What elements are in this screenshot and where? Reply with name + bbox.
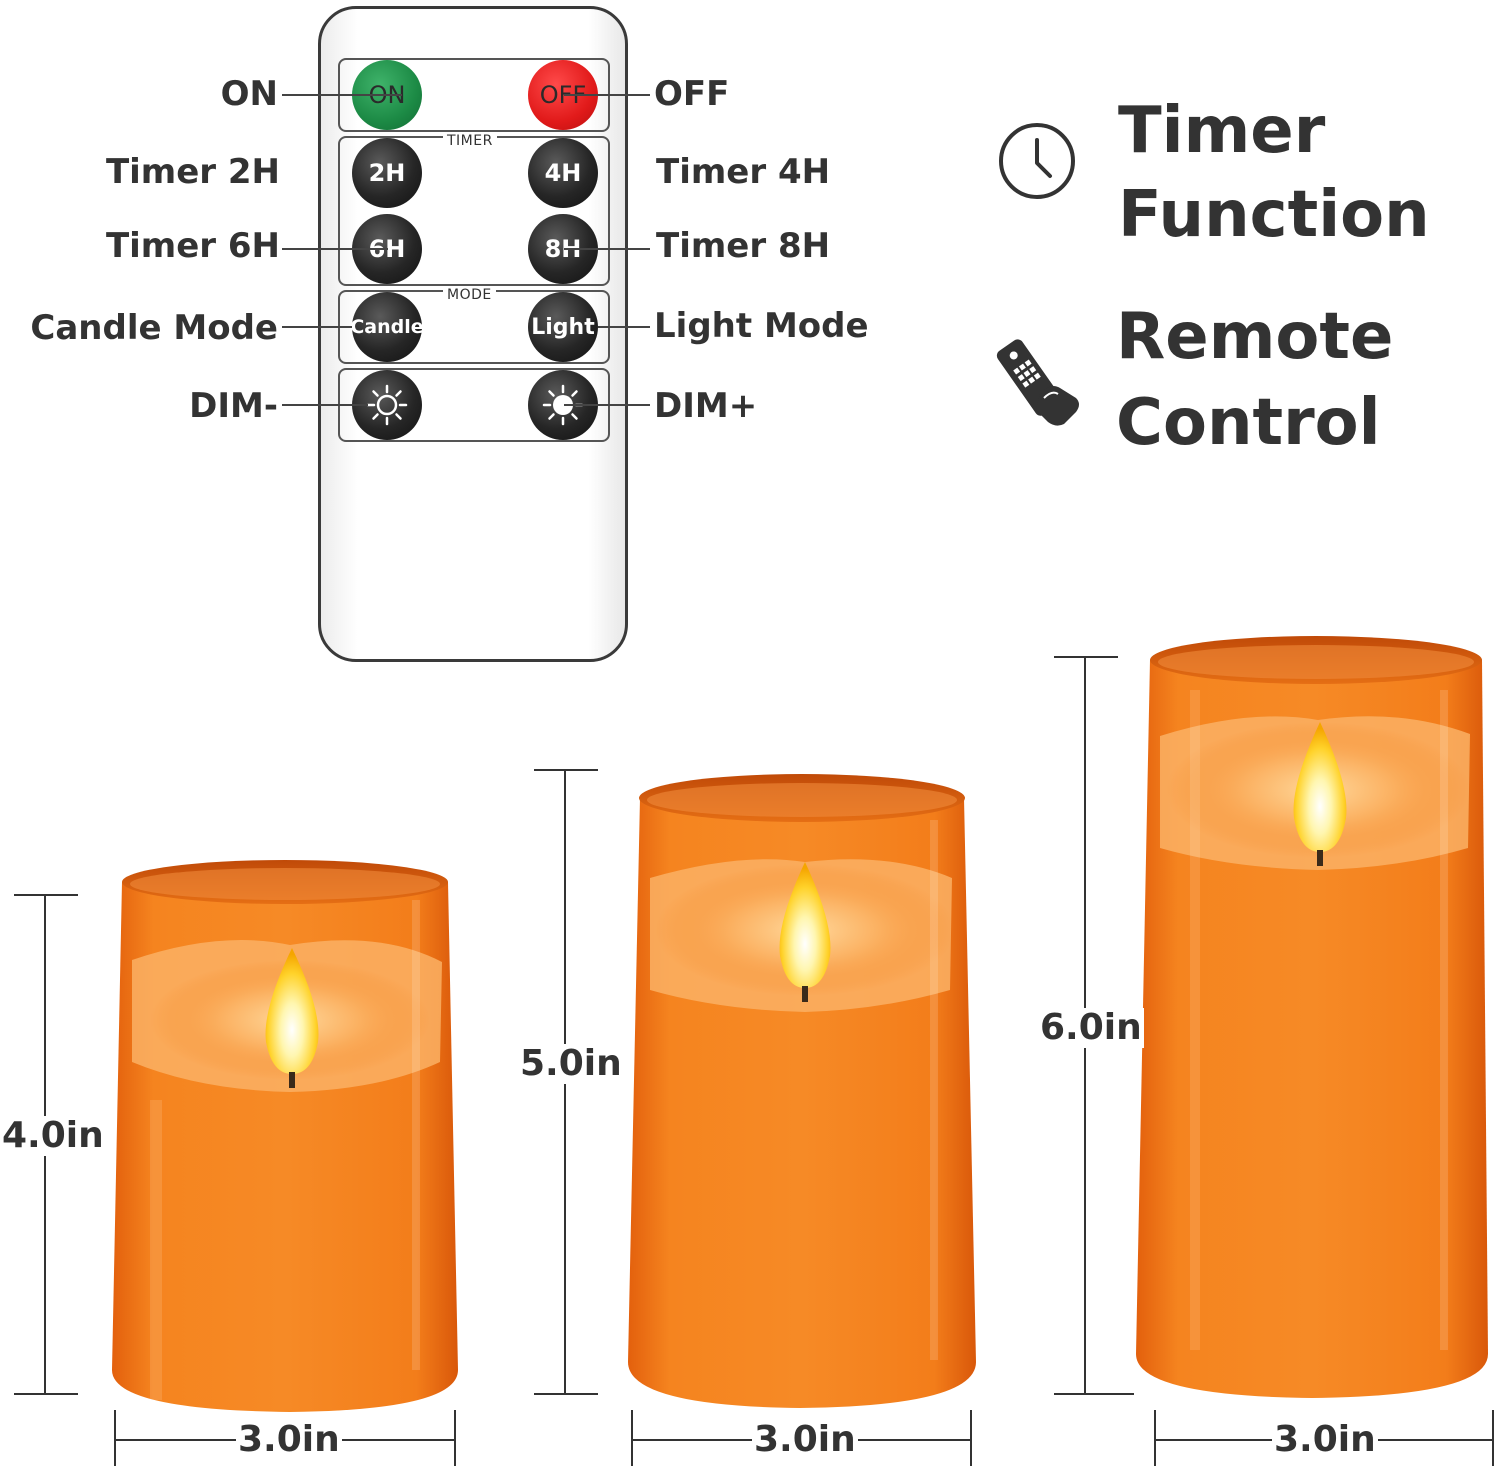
timer-8h-button[interactable]: 8H — [528, 214, 598, 284]
candle1-width-label: 3.0in — [236, 1419, 342, 1460]
timer-2h-button[interactable]: 2H — [352, 138, 422, 208]
label-timer-4h: Timer 4H — [656, 152, 831, 192]
leader-dim-plus — [564, 404, 650, 406]
leader-off — [564, 94, 650, 96]
feature-remote-line1: Remote — [1116, 300, 1394, 374]
dim3-bottom-tick — [1054, 1393, 1134, 1395]
dim3-top-tick — [1054, 656, 1118, 658]
candle2-height-label: 5.0in — [518, 1043, 624, 1084]
label-timer-8h: Timer 8H — [656, 226, 831, 266]
leader-on — [282, 94, 402, 96]
candle1-height-label: 4.0in — [0, 1115, 106, 1156]
feature-remote-line2: Control — [1116, 386, 1381, 460]
mode-group-label: MODE — [443, 288, 496, 302]
label-off: OFF — [654, 74, 730, 114]
dim2-right-tick — [970, 1410, 972, 1466]
remote-hand-icon — [996, 339, 1079, 426]
dim2-bottom-tick — [534, 1393, 598, 1395]
dim1-bottom-tick — [14, 1393, 78, 1395]
feature-timer-line2: Function — [1118, 178, 1430, 252]
label-timer-2h: Timer 2H — [105, 152, 280, 192]
dim2-left-tick — [631, 1410, 633, 1466]
label-dim-minus: DIM- — [189, 386, 278, 426]
candle-small — [112, 860, 458, 1412]
leader-candle — [282, 326, 352, 328]
feature-timer-line1: Timer — [1118, 94, 1326, 168]
sun-outline-icon — [366, 384, 408, 426]
candle2-width-label: 3.0in — [752, 1419, 858, 1460]
label-candle-mode: Candle Mode — [30, 308, 278, 348]
leader-6h — [282, 248, 388, 250]
dim1-top-tick — [14, 894, 78, 896]
candle3-height-label: 6.0in — [1038, 1007, 1144, 1048]
dim1-left-tick — [114, 1410, 116, 1466]
dim1-right-tick — [454, 1410, 456, 1466]
dim3-right-tick — [1492, 1410, 1494, 1466]
candle3-width-label: 3.0in — [1272, 1419, 1378, 1460]
timer-group-label: TIMER — [443, 134, 497, 148]
timer-4h-button[interactable]: 4H — [528, 138, 598, 208]
leader-8h — [564, 248, 650, 250]
label-light-mode: Light Mode — [654, 306, 869, 346]
leader-dim-minus — [282, 404, 368, 406]
label-dim-plus: DIM+ — [654, 386, 758, 426]
candle-medium — [628, 774, 976, 1408]
label-timer-6h: Timer 6H — [105, 226, 280, 266]
candle-mode-button[interactable]: Candle — [350, 292, 424, 362]
leader-light — [598, 326, 650, 328]
label-on: ON — [220, 74, 278, 114]
clock-icon — [999, 123, 1075, 199]
dim2-top-tick — [534, 769, 598, 771]
light-mode-button[interactable]: Light — [528, 292, 598, 362]
candle-large — [1136, 636, 1488, 1398]
dim3-left-tick — [1154, 1410, 1156, 1466]
